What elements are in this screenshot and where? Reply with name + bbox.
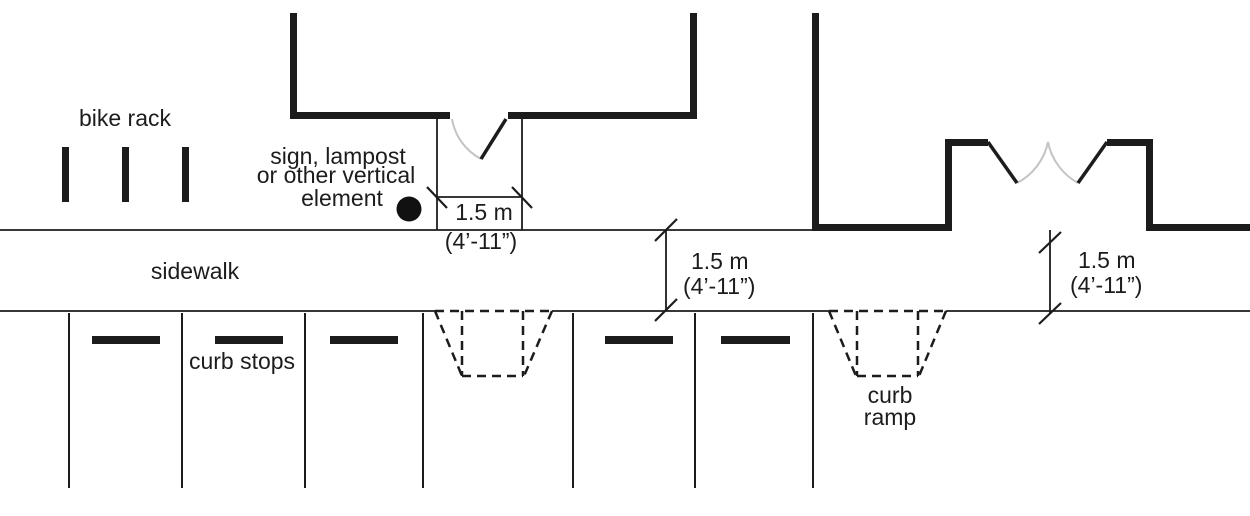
right-building-recess-east-wall (1146, 139, 1153, 231)
sidewalk-label: sidewalk (151, 258, 240, 284)
dimension-metric-label: 1.5 m (1078, 247, 1136, 273)
curb-ramp-label: curb ramp (864, 382, 916, 430)
dimension-tick (511, 186, 533, 209)
curb-ramp-label-line2: ramp (864, 404, 916, 430)
curb-ramp-left-flare (827, 310, 858, 377)
left-building-west-wall (290, 13, 297, 119)
left-building (290, 13, 697, 230)
curb-stop-bar (721, 336, 790, 344)
double-door-left-swing-arc (1016, 141, 1049, 184)
bike-rack-bar (182, 147, 189, 202)
dimension-tick (1038, 302, 1062, 325)
double-door-left-leaf (986, 140, 1019, 185)
left-building-east-wall (690, 13, 697, 119)
dimension-metric-label: 1.5 m (455, 199, 513, 225)
right-building-recess-west-wall (945, 139, 952, 231)
dimension-tick (1038, 231, 1062, 254)
dimension-frontage-width: 1.5 m (4’-11”) (1038, 230, 1142, 325)
vertical-element-marker (396, 196, 422, 222)
double-door-right-leaf (1076, 140, 1109, 185)
bike-rack-bar (62, 147, 69, 202)
dimension-sidewalk-width: 1.5 m (4’-11”) (654, 218, 755, 322)
bike-rack (62, 147, 189, 202)
curb-stop-bar (92, 336, 160, 344)
curb-ramp-right-flare (522, 310, 554, 377)
single-door-leaf (479, 118, 508, 160)
parking-stalls (68, 313, 814, 488)
curb-ramp-center (433, 309, 554, 378)
dimension-tick (654, 298, 678, 322)
dimension-imperial-label: (4’-11”) (445, 228, 517, 254)
right-building-recess-north-wall-east (1107, 139, 1153, 146)
right-building (812, 13, 1250, 231)
single-door-swing-arc (451, 118, 482, 160)
bike-rack-label: bike rack (79, 105, 172, 131)
right-building-west-wall (812, 13, 819, 231)
dimension-tick (654, 218, 678, 242)
curb-ramp-label-line1: curb (868, 382, 913, 408)
curb-stop-bar (605, 336, 673, 344)
right-building-recess-north-wall-west (945, 139, 988, 146)
dimension-entry-path: 1.5 m (4’-11”) (426, 186, 533, 254)
dimension-imperial-label: (4’-11”) (683, 273, 755, 299)
vertical-element-label: sign, lampost or other vertical element (257, 143, 416, 211)
dimension-tick (426, 186, 448, 209)
double-door-right-swing-arc (1047, 141, 1079, 184)
left-building-south-wall-east-segment (508, 112, 697, 119)
dimension-metric-label: 1.5 m (691, 248, 749, 274)
curb-stop-bar (215, 336, 283, 344)
curb-ramp-right (827, 309, 948, 378)
curb-stops-label: curb stops (189, 348, 295, 374)
curb-ramp-left-flare (433, 310, 464, 377)
vertical-element-label-line1: sign, lampost (270, 143, 406, 169)
vertical-element-label-line2: or other vertical (257, 162, 416, 188)
right-building-south-wall-west-segment (812, 224, 952, 231)
right-building-south-wall-east-segment (1146, 224, 1250, 231)
sidewalk-band (0, 229, 1250, 312)
dimension-imperial-label: (4’-11”) (1070, 272, 1142, 298)
curb-stop-bar (330, 336, 398, 344)
left-building-south-wall-west-segment (290, 112, 450, 119)
curb-ramp-right-flare (917, 310, 948, 377)
vertical-element-label-line3: element (301, 185, 383, 211)
bike-rack-bar (122, 147, 129, 202)
